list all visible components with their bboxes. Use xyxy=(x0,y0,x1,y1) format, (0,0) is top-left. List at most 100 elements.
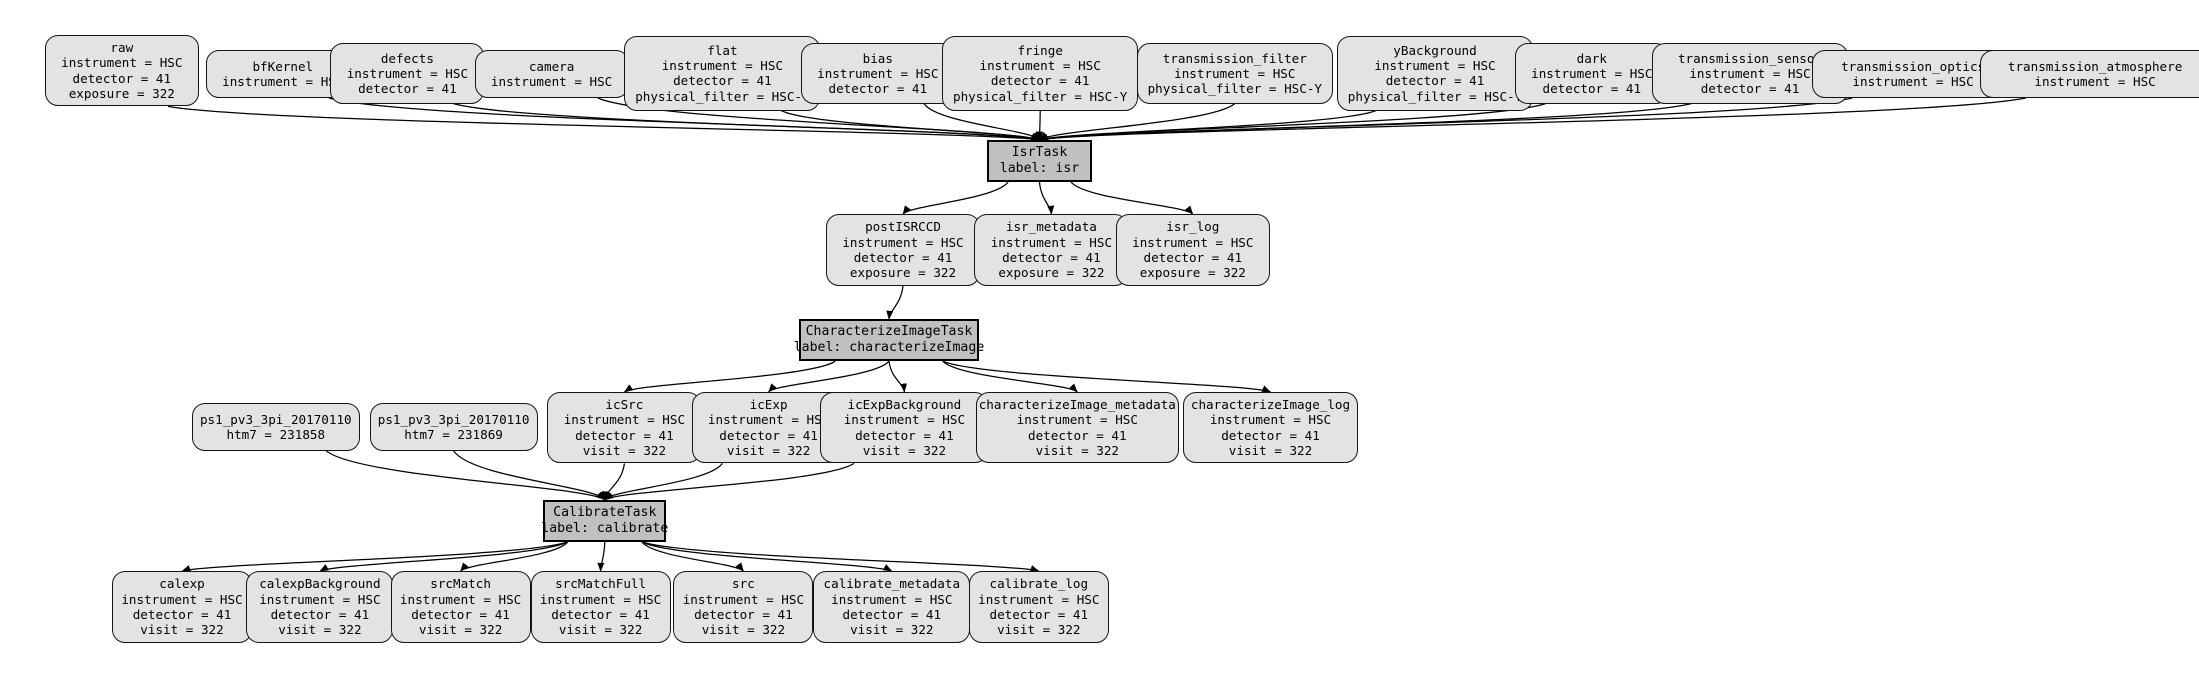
edge-CalibrateTask-to-calibrate_log xyxy=(641,541,1040,572)
node-title: calexpBackground xyxy=(259,576,381,592)
node-title: srcMatchFull xyxy=(555,576,647,592)
node-dimension: instrument = HSC xyxy=(399,591,522,607)
node-dimension: instrument = HSC xyxy=(490,74,613,90)
node-dimension: visit = 322 xyxy=(726,442,811,458)
node-dimension: instrument = HSC xyxy=(842,234,964,250)
edge-CharacterizeImageTask-to-icSrc xyxy=(623,360,836,393)
node-dimension: visit = 322 xyxy=(278,622,362,638)
node-title: postISRCCD xyxy=(865,219,941,235)
node-dimension: instrument = HSC xyxy=(1174,65,1296,81)
node-title: CalibrateTask xyxy=(553,504,657,520)
node-dimension: exposure = 322 xyxy=(849,265,957,281)
node-dimension: visit = 322 xyxy=(1228,442,1313,458)
node-dimension: instrument = HSC xyxy=(978,591,1100,607)
edge-CharacterizeImageTask-to-icExp xyxy=(768,360,890,393)
node-dimension: instrument = HSC xyxy=(539,591,662,607)
edge-IsrTask-to-postISRCCD xyxy=(902,181,1009,215)
node-dimension: instrument = HSC xyxy=(843,412,966,428)
node-dimension: visit = 322 xyxy=(1035,442,1119,458)
node-dimension: exposure = 322 xyxy=(68,85,175,101)
node-dimension: visit = 322 xyxy=(418,622,503,638)
node-dimension: detector = 41 xyxy=(842,606,942,622)
node-dimension: visit = 322 xyxy=(850,622,934,638)
node-title: icExpBackground xyxy=(847,397,962,413)
node-title: ps1_pv3_3pi_20170110 xyxy=(377,411,530,427)
edge-CalibrateTask-to-calibrate_metadata xyxy=(641,541,893,572)
node-dimension: detector = 41 xyxy=(1028,427,1127,443)
edge-CalibrateTask-to-src xyxy=(641,541,744,572)
node-dimension: instrument = HSC xyxy=(121,591,243,607)
node-title: isr_log xyxy=(1166,219,1220,235)
edge-group xyxy=(167,97,2026,572)
node-dimension: detector = 41 xyxy=(853,249,953,265)
node-dimension: htm7 = 231858 xyxy=(226,426,326,442)
node-dimension: visit = 322 xyxy=(140,622,224,638)
node-dimension: instrument = HSC xyxy=(661,58,784,74)
node-dimension: detector = 41 xyxy=(551,606,650,622)
node-dimension: detector = 41 xyxy=(132,606,232,622)
edge-CalibrateTask-to-srcMatchFull xyxy=(597,541,606,572)
node-dimension: detector = 41 xyxy=(673,73,772,89)
edge-CalibrateTask-to-srcMatch xyxy=(460,541,569,572)
node-dimension: instrument = HSC xyxy=(2034,74,2156,90)
node-title: camera xyxy=(528,58,575,74)
node-title: raw xyxy=(110,40,134,56)
node-dimension: detector = 41 xyxy=(411,606,510,622)
node-dimension: detector = 41 xyxy=(719,427,818,443)
node-dimension: label: isr xyxy=(999,161,1080,176)
node-dimension: instrument = HSC xyxy=(1016,412,1138,428)
node-dimension: physical_filter = HSC-Y xyxy=(952,88,1128,104)
node-title: CharacterizeImageTask xyxy=(805,324,973,340)
node-title: src xyxy=(732,576,755,592)
node-title: characterizeImage_log xyxy=(1190,397,1351,413)
node-dimension: exposure = 322 xyxy=(1139,265,1246,281)
node-title: icSrc xyxy=(605,397,644,413)
node-dimension: physical_filter = HSC-Y xyxy=(1347,88,1523,104)
node-title: dark xyxy=(1576,50,1607,66)
node-dimension: detector = 41 xyxy=(1385,73,1485,89)
node-title: srcMatch xyxy=(430,576,491,592)
node-title: transmission_atmosphere xyxy=(2007,58,2183,74)
node-title: flat xyxy=(707,42,738,58)
edge-yBackground-to-IsrTask xyxy=(1038,110,1377,141)
node-title: calexp xyxy=(159,576,205,592)
node-dimension: detector = 41 xyxy=(855,427,954,443)
node-dimension: instrument = HSC xyxy=(707,412,830,428)
edge-CharacterizeImageTask-to-icExpBackground xyxy=(888,361,907,393)
node-dimension: physical_filter = HSC-Y xyxy=(1147,81,1322,97)
node-dimension: instrument = HSC xyxy=(1852,74,1974,90)
node-dimension: instrument = HSC xyxy=(682,591,805,607)
node-dimension: visit = 322 xyxy=(862,442,947,458)
